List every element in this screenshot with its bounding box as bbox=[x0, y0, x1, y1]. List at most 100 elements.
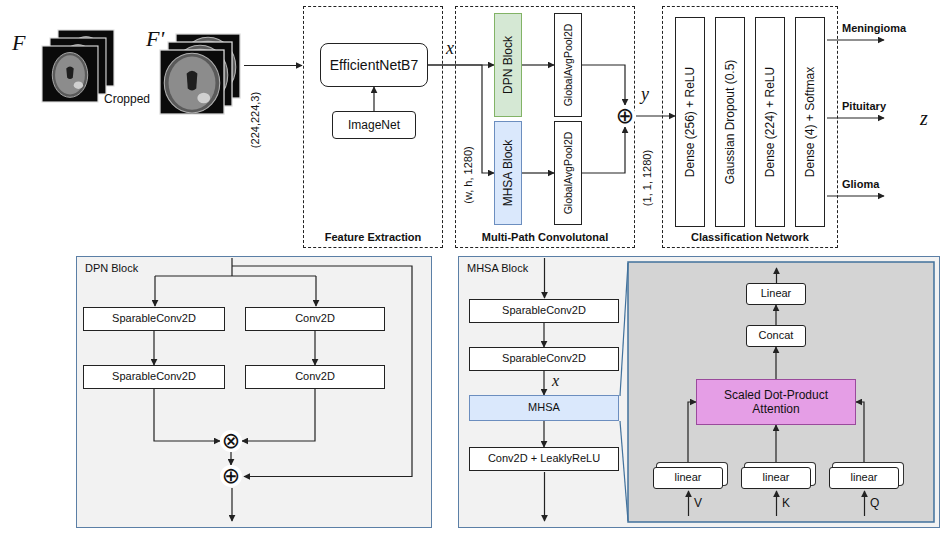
layer-box: Gaussian Dropout (0.5) bbox=[715, 17, 745, 227]
flow-arrow bbox=[543, 371, 544, 395]
box-text: MHSA bbox=[528, 401, 560, 414]
flow-arrow bbox=[775, 305, 776, 325]
box-text: ⊕ bbox=[616, 105, 634, 127]
flow-arrow bbox=[522, 64, 554, 65]
box-text: Conv2D bbox=[295, 312, 335, 325]
box-text: ImageNet bbox=[348, 118, 400, 132]
flow-arrow bbox=[543, 421, 544, 447]
panel-heading: Multi-Path Convolutonal bbox=[456, 231, 634, 243]
add-operator: ⊕ bbox=[220, 465, 242, 487]
backbone-box: EfficientNetB7 bbox=[320, 43, 428, 87]
layer-box: Conv2D + LeaklyReLU bbox=[469, 447, 619, 471]
input-label: V bbox=[694, 496, 702, 510]
input-label: K bbox=[782, 496, 790, 510]
input-label: Q bbox=[870, 496, 879, 510]
flow-arrow bbox=[775, 347, 776, 379]
step-label: Cropped bbox=[104, 92, 150, 106]
shape-label: (w, h, 1280) bbox=[462, 146, 475, 203]
projection-box: linear bbox=[653, 467, 723, 489]
projection-box: linear bbox=[741, 467, 811, 489]
projection-box: linear bbox=[829, 467, 899, 489]
box-text: GlobalAvgPool2D bbox=[562, 132, 574, 215]
weights-box: ImageNet bbox=[332, 111, 416, 139]
flow-arrow bbox=[856, 402, 864, 467]
layer-box: Dense (256) + ReLU bbox=[675, 17, 705, 227]
symbol-label: y bbox=[641, 84, 649, 106]
dpn-wires bbox=[155, 258, 412, 521]
block-box: DPN Block bbox=[494, 13, 522, 117]
layer-box: Conv2D bbox=[245, 307, 385, 331]
layer-box: SparableConv2D bbox=[469, 299, 619, 323]
panel-heading: DPN Block bbox=[85, 262, 138, 274]
shape-label: (224,224,3) bbox=[249, 92, 262, 148]
layer-box: SparableConv2D bbox=[469, 347, 619, 371]
flow-arrow bbox=[582, 65, 625, 105]
box-text: linear bbox=[763, 471, 790, 484]
output-arrows bbox=[827, 40, 884, 196]
cropped-mri-stack bbox=[160, 34, 240, 114]
layer-box: Linear bbox=[746, 283, 806, 305]
flow-arrow bbox=[543, 323, 544, 347]
box-text: Dense (256) + ReLU bbox=[683, 67, 697, 177]
zoom-lines bbox=[620, 263, 628, 521]
box-text: Conv2D bbox=[295, 370, 335, 383]
box-text: SparableConv2D bbox=[502, 304, 586, 317]
box-text: EfficientNetB7 bbox=[330, 57, 418, 74]
box-text: Linear bbox=[761, 287, 792, 300]
box-text: Dense (224) + ReLU bbox=[763, 67, 777, 177]
symbol-label: x bbox=[552, 371, 559, 390]
module-panel: Feature Extraction EfficientNetB7ImageNet bbox=[303, 6, 443, 248]
flow-arrow bbox=[230, 452, 231, 465]
attention-box: Scaled Dot-Product Attention bbox=[696, 379, 856, 425]
mri-stack bbox=[42, 30, 114, 102]
class-label: Glioma bbox=[842, 178, 879, 191]
box-text: GlobalAvgPool2D bbox=[562, 24, 574, 107]
flow-arrow bbox=[775, 425, 776, 467]
flow-arrow bbox=[154, 389, 220, 441]
flow-arrow bbox=[582, 127, 625, 173]
panel-heading: MHSA Block bbox=[467, 262, 528, 274]
flow-arrow bbox=[242, 389, 315, 441]
box-text: Dense (4) + Softmax bbox=[803, 67, 817, 177]
attention-inset bbox=[628, 262, 934, 522]
mhsa-wires bbox=[545, 258, 865, 521]
layer-box: Dense (4) + Softmax bbox=[795, 17, 825, 227]
box-text: SparableConv2D bbox=[112, 370, 196, 383]
layer-box: SparableConv2D bbox=[83, 365, 225, 389]
flow-arrow bbox=[314, 331, 315, 365]
box-text: ⊕ bbox=[222, 465, 240, 487]
panel-heading: Classification Network bbox=[663, 231, 837, 243]
pool-box: GlobalAvgPool2D bbox=[554, 121, 582, 225]
layer-box: Dense (224) + ReLU bbox=[755, 17, 785, 227]
box-text: SparableConv2D bbox=[112, 312, 196, 325]
add-operator: ⊕ bbox=[614, 105, 636, 127]
shape-label: (1, 1, 1280) bbox=[641, 150, 654, 206]
box-text: linear bbox=[851, 471, 878, 484]
class-label: Pituitary bbox=[842, 100, 886, 113]
box-text: ⊗ bbox=[222, 430, 240, 452]
module-panel: Classification Network Dense (256) + ReLU… bbox=[662, 6, 838, 248]
layer-box: SparableConv2D bbox=[83, 307, 225, 331]
input-arrow bbox=[244, 65, 302, 66]
box-text: SparableConv2D bbox=[502, 352, 586, 365]
detail-panel: MHSA BlockSparableConv2D SparableConv2D MH… bbox=[458, 256, 940, 528]
flow-arrow bbox=[373, 87, 374, 111]
detail-panel: DPN BlockSparableConv2D Conv2D SparableCon… bbox=[76, 256, 432, 528]
flow-arrow bbox=[428, 65, 494, 173]
flow-arrow bbox=[636, 115, 675, 116]
flow-arrow bbox=[153, 331, 154, 365]
multiply-operator: ⊗ bbox=[220, 430, 242, 452]
layer-box: Conv2D bbox=[245, 365, 385, 389]
panel-ground bbox=[458, 256, 940, 528]
box-text: linear bbox=[675, 471, 702, 484]
symbol-label: z bbox=[920, 106, 928, 130]
box-text: MHSA Block bbox=[501, 140, 515, 207]
flow-arrow bbox=[688, 402, 696, 467]
symbol-label: F bbox=[12, 30, 25, 56]
box-text: Scaled Dot-Product Attention bbox=[701, 388, 851, 417]
symbol-label: x bbox=[446, 38, 454, 60]
symbol-label: F' bbox=[146, 26, 164, 52]
panel-heading: Feature Extraction bbox=[304, 231, 442, 243]
class-label: Meningioma bbox=[842, 22, 906, 35]
flow-arrow bbox=[522, 172, 554, 173]
